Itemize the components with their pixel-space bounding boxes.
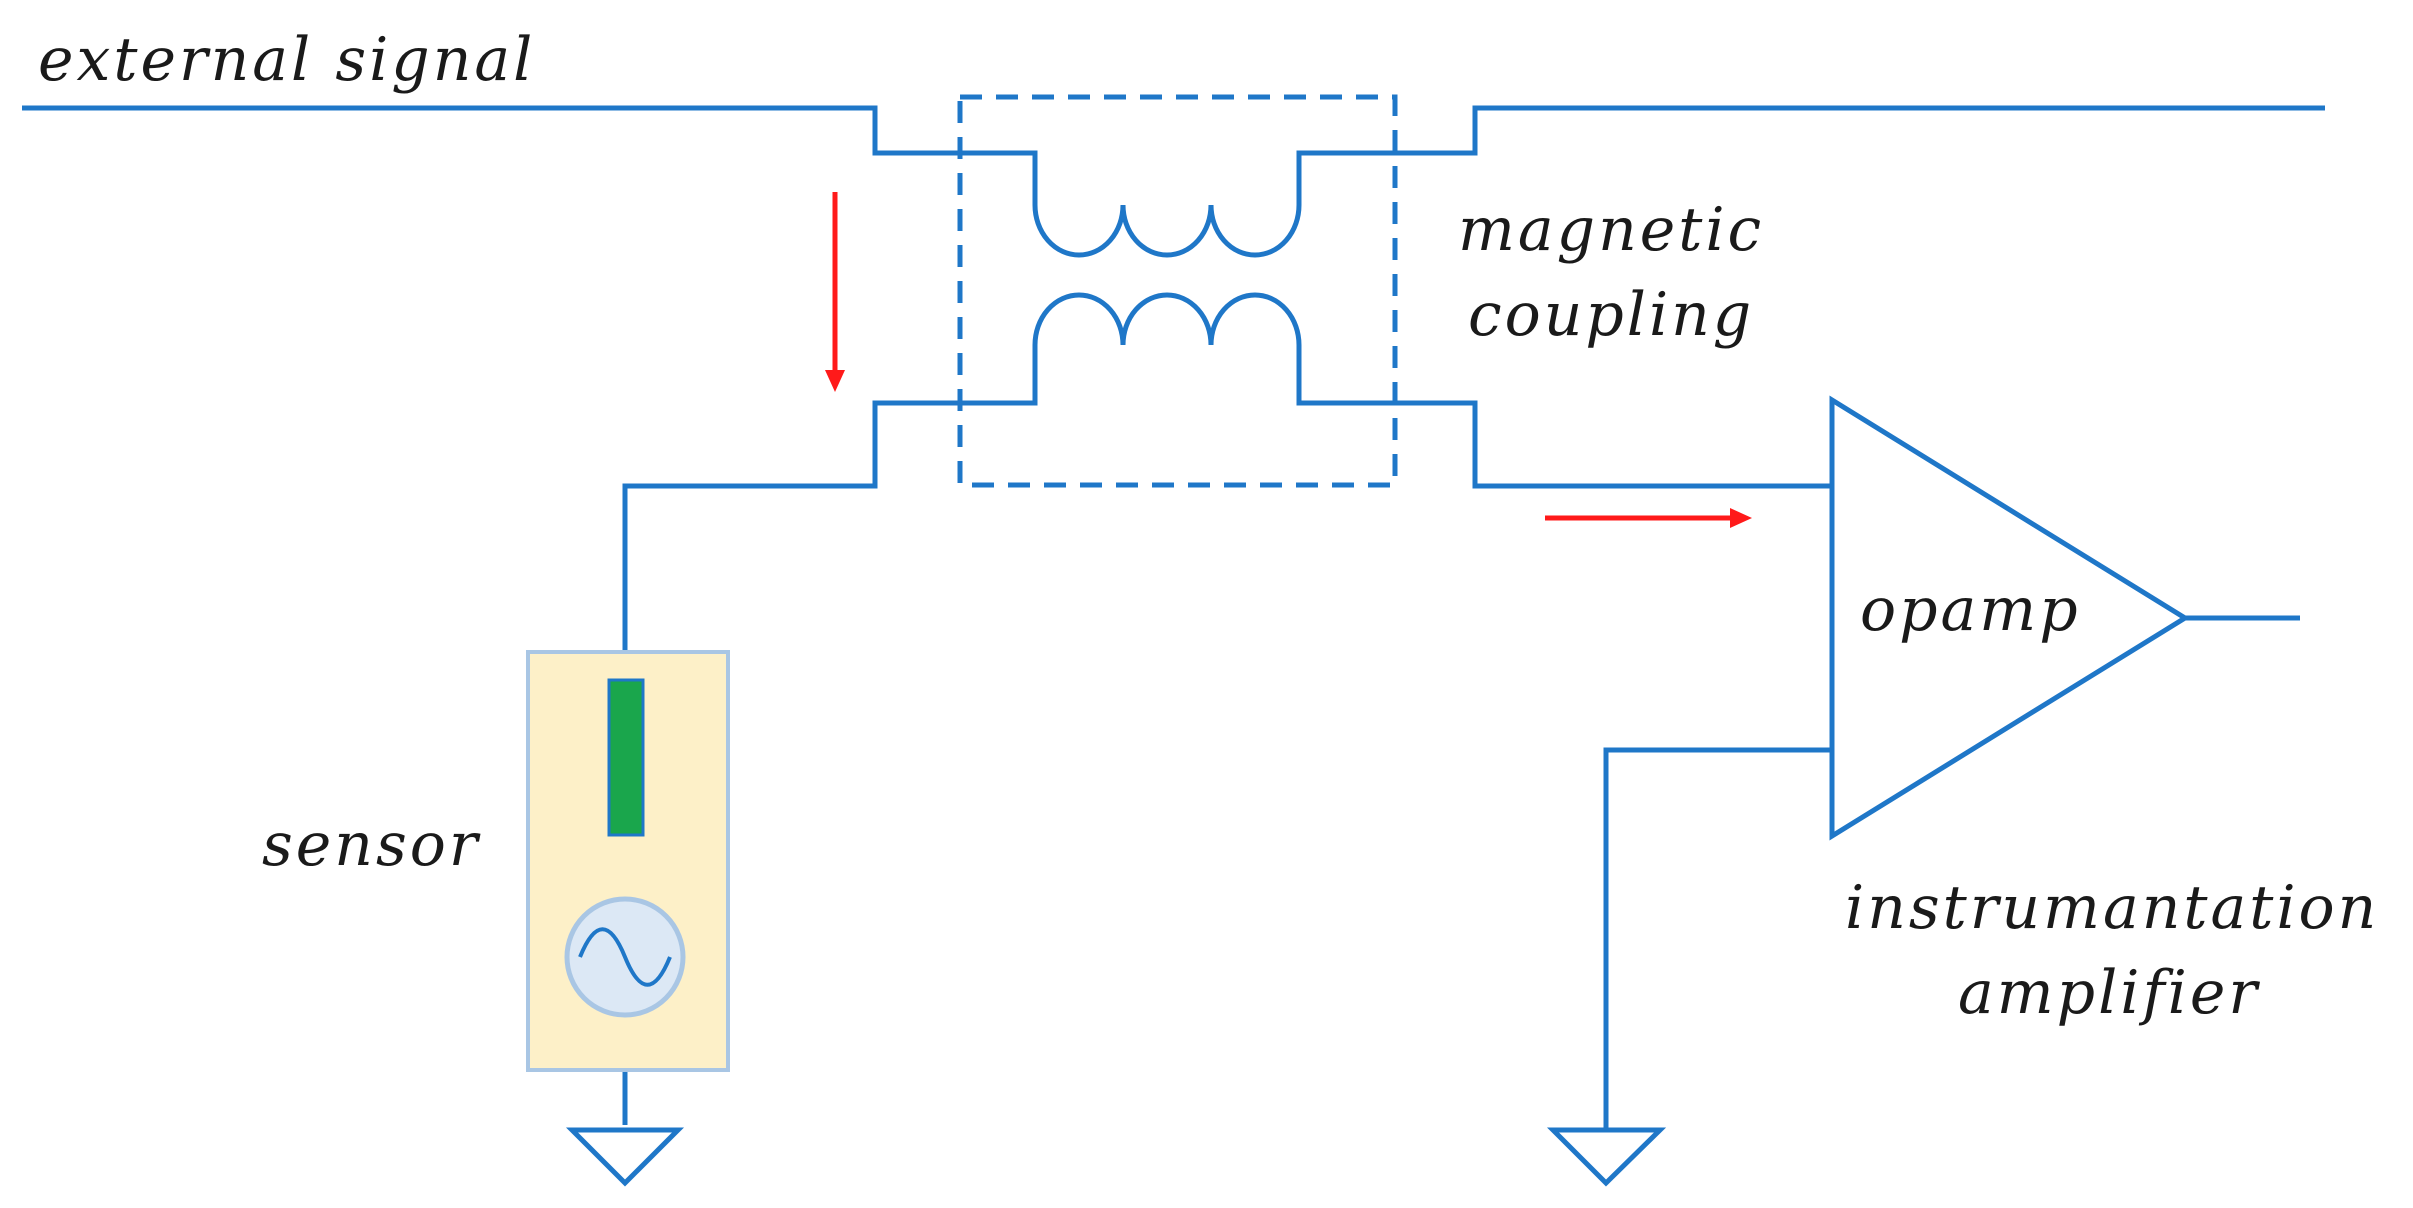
magnetic-coupling-label-line1: magnetic	[1458, 195, 1764, 265]
magnetic-coupling-label-line2: coupling	[1468, 280, 1754, 350]
opamp-ground-icon	[1546, 1127, 1667, 1187]
sensor-ground-icon	[565, 1127, 685, 1187]
lower-inductor-coil-icon	[1032, 292, 1302, 346]
opamp-label: opamp	[1860, 575, 2081, 645]
resistor-icon	[607, 678, 645, 837]
amplifier-label-line2: amplifier	[1958, 958, 2260, 1028]
magnetic-coupling-box	[957, 94, 1398, 488]
opamp-triangle-icon	[1829, 395, 2190, 841]
sensor-label: sensor	[262, 810, 481, 880]
external-signal-wire	[22, 105, 1038, 205]
sine-wave	[578, 927, 672, 987]
external-signal-wire-right	[1296, 105, 2325, 205]
external-signal-label: external signal	[38, 25, 535, 95]
opamp-ground-wire	[1603, 747, 1832, 1130]
sensor-signal-wire	[622, 345, 1038, 640]
amplifier-label-line1: instrumantation	[1845, 873, 2379, 943]
arrow-right-head	[1730, 508, 1752, 528]
arrow-down-head	[825, 370, 845, 392]
coupled-output-wire	[1296, 345, 1832, 489]
upper-inductor-coil-icon	[1032, 204, 1302, 258]
